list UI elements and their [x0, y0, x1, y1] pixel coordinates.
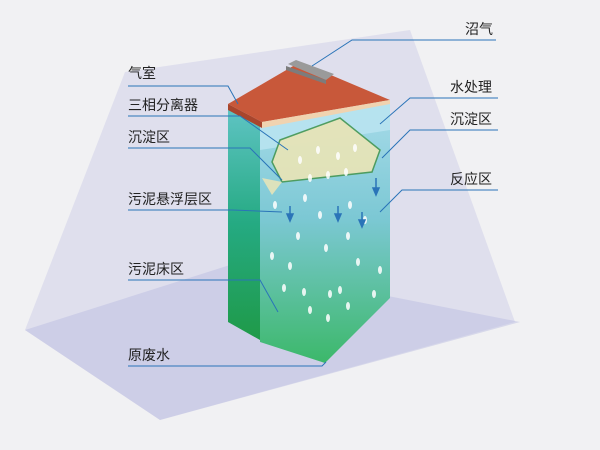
leader-reaction-zone: [379, 189, 498, 213]
label-settling-zone-left: 沉淀区: [128, 130, 170, 146]
leader-water-treatment: [379, 97, 498, 125]
leader-settling-right: [381, 129, 498, 159]
leader-gas-chamber: [128, 85, 239, 105]
leader-settling-left: [128, 147, 283, 181]
flow-arrows: [285, 178, 381, 229]
biogas-outlet-pipe-top: [286, 66, 326, 84]
separator-deflector: [262, 178, 282, 195]
roof-underside: [262, 100, 390, 128]
label-three-phase-separator: 三相分离器: [128, 98, 198, 114]
leader-sludge-suspension: [128, 209, 283, 213]
label-reaction-zone: 反应区: [450, 172, 492, 188]
label-raw-wastewater: 原废水: [128, 348, 170, 364]
biogas-outlet-pipe: [288, 60, 334, 80]
gas-bubbles: [270, 144, 382, 322]
roof-side: [228, 104, 262, 128]
leader-sludge-bed: [128, 279, 279, 313]
label-water-treatment: 水处理: [450, 80, 492, 96]
label-gas-chamber: 气室: [128, 66, 156, 82]
reactor-side-face: [228, 108, 260, 340]
three-phase-separator-shape: [271, 117, 381, 183]
label-sludge-suspension-layer: 污泥悬浮层区: [128, 192, 212, 208]
leader-raw-wastewater: [128, 361, 327, 367]
leader-three-phase-separator: [128, 115, 289, 151]
roof-top: [228, 62, 390, 122]
leader-lines: [128, 39, 498, 367]
label-biogas: 沼气: [465, 22, 493, 38]
leader-biogas: [311, 39, 496, 67]
label-settling-zone-right: 沉淀区: [450, 112, 492, 128]
label-sludge-bed: 污泥床区: [128, 262, 184, 278]
